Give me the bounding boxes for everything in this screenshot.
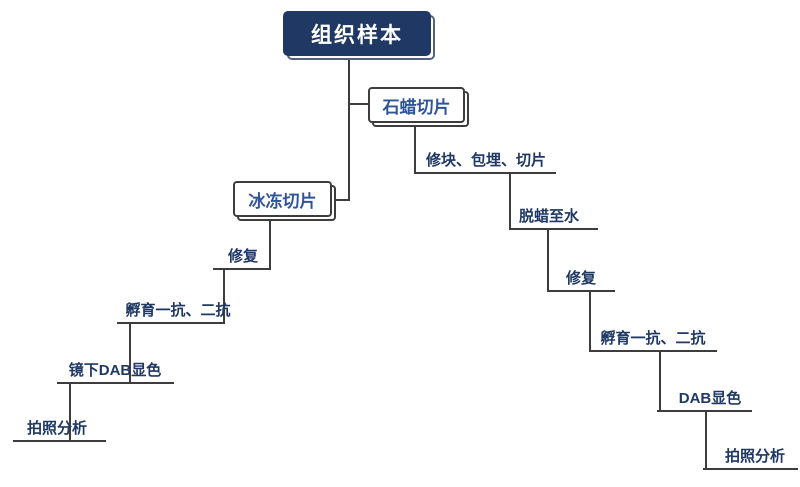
connector-paraffin-step6-h	[703, 468, 798, 470]
step-frozen-photo-analysis[interactable]: 拍照分析	[26, 420, 88, 437]
connector-paraffin-step5-v	[659, 350, 661, 412]
step-paraffin-photo-analysis[interactable]: 拍照分析	[724, 448, 786, 465]
connector-paraffin-step4-v	[589, 290, 591, 352]
node-paraffin-section[interactable]: 石蜡切片	[368, 87, 465, 123]
connector-frozen-step1-v	[269, 215, 271, 270]
step-paraffin-incubate-antibodies[interactable]: 孵育一抗、二抗	[600, 330, 706, 347]
connector-frozen-step4-v	[69, 382, 71, 442]
connector-frozen-step3-h	[57, 382, 174, 384]
connector-to-paraffin	[348, 103, 368, 105]
connector-paraffin-step3-h	[547, 290, 615, 292]
connector-paraffin-step4-h	[589, 350, 717, 352]
connector-paraffin-step1-h	[414, 172, 556, 174]
step-paraffin-retrieval[interactable]: 修复	[565, 270, 597, 287]
connector-paraffin-step2-v	[509, 172, 511, 230]
node-frozen-section[interactable]: 冰冻切片	[233, 181, 332, 217]
connector-frozen-step1-h	[213, 268, 271, 270]
connector-frozen-step2-h	[117, 322, 225, 324]
node-tissue-sample-label: 组织样本	[311, 23, 403, 47]
connector-paraffin-step1-v	[414, 121, 416, 174]
connector-to-frozen	[331, 199, 350, 201]
connector-paraffin-step6-v	[705, 410, 707, 470]
step-paraffin-dewax-to-water[interactable]: 脱蜡至水	[518, 208, 580, 225]
connector-trunk	[348, 55, 350, 201]
step-frozen-microscope-dab-staining[interactable]: 镜下DAB显色	[68, 362, 162, 379]
step-frozen-incubate-antibodies[interactable]: 孵育一抗、二抗	[125, 302, 231, 319]
connector-paraffin-step3-v	[547, 228, 549, 292]
step-paraffin-dab-staining[interactable]: DAB显色	[678, 390, 742, 407]
node-paraffin-section-label: 石蜡切片	[382, 97, 451, 117]
connector-paraffin-step5-h	[657, 410, 752, 412]
node-frozen-section-label: 冰冻切片	[248, 191, 317, 211]
connector-frozen-step3-v	[129, 322, 131, 384]
connector-frozen-step2-v	[223, 268, 225, 324]
connector-frozen-step4-h	[13, 440, 106, 442]
node-tissue-sample[interactable]: 组织样本	[283, 11, 431, 56]
connector-paraffin-step2-h	[509, 228, 598, 230]
step-frozen-retrieval[interactable]: 修复	[227, 248, 259, 265]
step-paraffin-trim-embed-section[interactable]: 修块、包埋、切片	[425, 152, 547, 169]
